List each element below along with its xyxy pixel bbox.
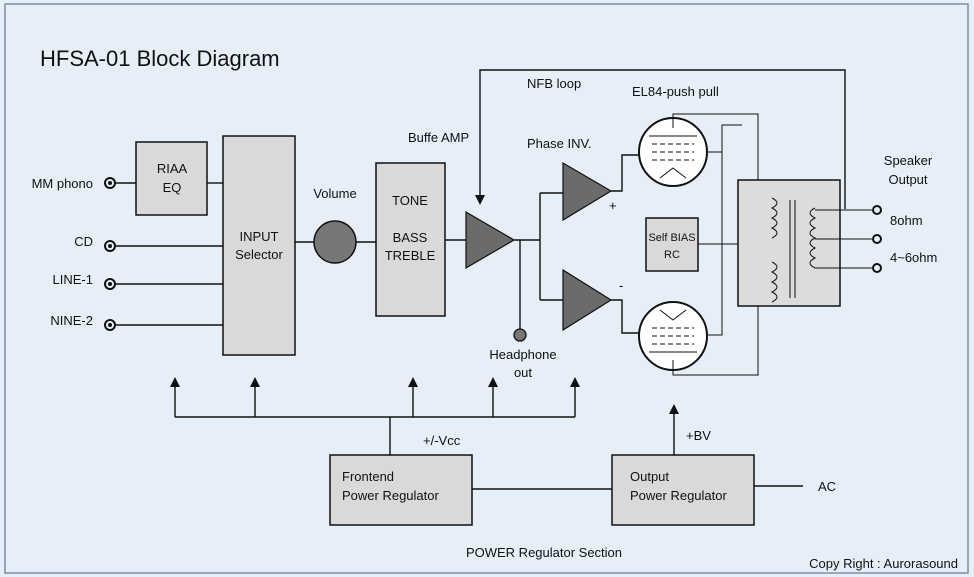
frame: [4, 3, 969, 574]
output-reg-label-1: Output: [630, 469, 669, 484]
output-transformer: [737, 179, 841, 307]
output-reg-label-2: Power Regulator: [630, 488, 727, 503]
speaker-label-2: Output: [888, 172, 927, 187]
el84-upper-tube-icon: [638, 117, 708, 187]
output-power-regulator-block: [611, 454, 755, 526]
ohm8-label: 8ohm: [890, 213, 923, 228]
vcc-label: +/-Vcc: [423, 433, 461, 448]
input-selector-label-2: Selector: [235, 247, 283, 262]
input-label-line2: NINE-2: [50, 313, 93, 328]
input-jacks: [104, 177, 116, 331]
riaa-label: RIAA: [157, 161, 188, 176]
tone-block: [375, 162, 446, 317]
buffer-output-wires: [514, 192, 563, 330]
frontend-power-regulator-block: [329, 454, 473, 526]
self-bias-rc-block: [645, 217, 699, 272]
headphone-label-1: Headphone: [489, 347, 556, 362]
eq-label: EQ: [163, 180, 182, 195]
headphone-label-2: out: [514, 365, 532, 380]
el84-label: EL84-push pull: [632, 84, 719, 99]
input-selector-label-1: INPUT: [240, 229, 279, 244]
diagram-title: HFSA-01 Block Diagram: [40, 46, 280, 71]
volume-label: Volume: [313, 186, 356, 201]
speaker-label-1: Speaker: [884, 153, 933, 168]
minus-label: -: [619, 278, 623, 293]
nfb-label: NFB loop: [527, 76, 581, 91]
copyright-label: Copy Right : Aurorasound: [809, 556, 958, 571]
transformer-coils-icon: [770, 197, 817, 303]
ac-label: AC: [818, 479, 836, 494]
rc-label: RC: [664, 249, 680, 261]
speaker-terminals: [872, 205, 882, 273]
input-label-line1: LINE-1: [53, 272, 93, 287]
volume-knob: [313, 220, 357, 264]
input-selector-block: [222, 135, 296, 356]
tone-label: TONE: [392, 193, 428, 208]
el84-lower-tube-icon: [638, 301, 708, 371]
inverter-to-tube-wires: [611, 154, 644, 334]
input-label-mm-phono: MM phono: [32, 176, 93, 191]
power-distribution-wires: [170, 377, 803, 490]
speaker-wires: [815, 209, 872, 269]
phase-inv-label: Phase INV.: [527, 136, 592, 151]
frontend-label-1: Frontend: [342, 469, 394, 484]
plus-label: +: [609, 198, 617, 213]
phase-inv-lower-triangle: [562, 268, 613, 332]
bass-label: BASS: [393, 230, 428, 245]
treble-label: TREBLE: [385, 248, 436, 263]
input-wires: [116, 182, 223, 326]
headphone-jack-icon: [513, 328, 527, 342]
nfb-loop-wire: [475, 69, 846, 209]
frontend-label-2: Power Regulator: [342, 488, 439, 503]
ohm4-6-label: 4~6ohm: [890, 250, 937, 265]
riaa-eq-block: [135, 141, 208, 216]
power-section-label: POWER Regulator Section: [466, 545, 622, 560]
bv-label: +BV: [686, 428, 711, 443]
buffer-amp-triangle: [465, 210, 516, 270]
buffer-amp-label: Buffe AMP: [408, 130, 469, 145]
input-label-cd: CD: [74, 234, 93, 249]
self-bias-label: Self BIAS: [648, 232, 695, 244]
phase-inv-upper-triangle: [562, 161, 613, 222]
